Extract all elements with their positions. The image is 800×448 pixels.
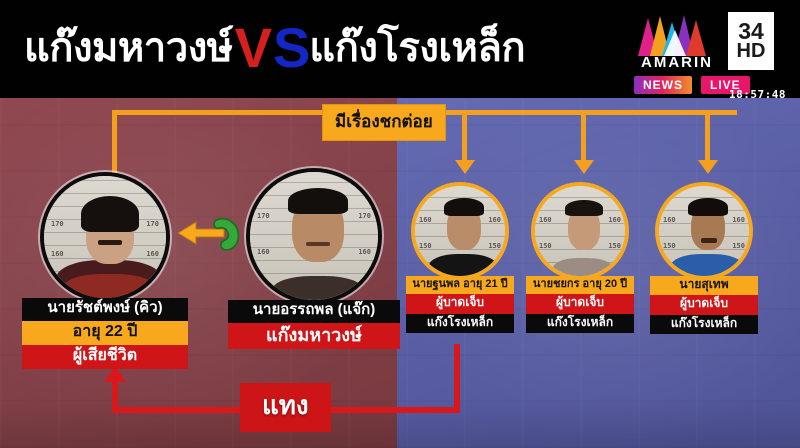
crown-icon (638, 15, 706, 56)
mug-number: 160 (257, 248, 270, 256)
headline-left-gang: แก๊งมหาวงษ์ (24, 26, 233, 70)
mug-number: 170 (51, 220, 64, 228)
suspect-name: นายอรรถพล (แจ๊ก) (228, 300, 400, 323)
mug-number: 160 (732, 216, 745, 224)
headline-right-gang: แก๊งโรงเหล็ก (309, 26, 526, 70)
stab-line-vertical-right (454, 344, 460, 410)
injured-2-mugshot: 160 160 150 150 (535, 186, 625, 276)
mug-number: 160 (663, 216, 676, 224)
network-logo-block: AMARIN 34 HD NEWS LIVE (634, 12, 786, 98)
stab-arrowhead (104, 366, 126, 382)
injured-2-portrait-ring: 160 160 150 150 (531, 182, 629, 280)
channel-hd-label: HD (736, 40, 766, 63)
connector-drop-left (112, 110, 117, 176)
injured-3-status: ผู้บาดเจ็บ (650, 295, 758, 315)
victim-name: นายรัชต์พงษ์ (คิว) (22, 298, 188, 321)
mug-number: 160 (419, 216, 432, 224)
headline: แก๊งมหาวงษ์ V S แก๊งโรงเหล็ก (24, 16, 526, 80)
injured-2-name: นายชยกร อายุ 20 ปี (526, 276, 634, 295)
news-badge: NEWS (634, 76, 692, 94)
amarin-logo: AMARIN (634, 12, 720, 71)
person-card-injured-3[interactable]: 160 160 150 150 นายสุเทพ ผู้บาดเจ็บ แก๊ง… (650, 182, 758, 335)
arrowhead-right-2 (574, 160, 594, 174)
injured-1-name: นายฐนพล อายุ 21 ปี (406, 276, 514, 295)
injured-2-gang: แก๊งโรงเหล็ก (526, 313, 634, 334)
injured-1-gang: แก๊งโรงเหล็ก (406, 313, 514, 334)
header-bar: แก๊งมหาวงษ์ V S แก๊งโรงเหล็ก AMARIN (0, 0, 800, 101)
injured-3-name: นายสุเทพ (650, 276, 758, 296)
mug-number: 150 (608, 242, 621, 250)
connector-drop-right-3 (705, 110, 710, 162)
mug-number: 160 (539, 216, 552, 224)
victim-mugshot: 170 170 160 160 (44, 176, 166, 298)
mug-number: 160 (51, 250, 64, 258)
mug-number: 170 (257, 212, 270, 220)
mug-number: 150 (419, 242, 432, 250)
live-badge: LIVE (701, 76, 750, 94)
suspect-gang: แก๊งมหาวงษ์ (228, 322, 400, 349)
channel-number: 34 (738, 17, 764, 44)
person-card-injured-1[interactable]: 160 160 150 150 นายฐนพล อายุ 21 ปี ผู้บา… (406, 182, 514, 334)
connector-drop-right-2 (581, 110, 586, 162)
injured-1-mugshot: 160 160 150 150 (415, 186, 505, 276)
victim-labels: นายรัชต์พงษ์ (คิว) อายุ 22 ปี ผู้เสียชีว… (22, 298, 188, 369)
injured-1-status: ผู้บาดเจ็บ (406, 294, 514, 314)
injured-3-portrait-ring: 160 160 150 150 (655, 182, 753, 280)
channel-badge: 34 HD (728, 12, 774, 70)
mug-number: 160 (488, 216, 501, 224)
stab-line-vertical-left (112, 380, 118, 410)
mug-number: 160 (146, 250, 159, 258)
vs-letter-s: S (272, 16, 310, 79)
bottom-banner-label: แทง (240, 383, 331, 432)
mug-number: 170 (146, 220, 159, 228)
network-name: AMARIN (641, 54, 713, 71)
mug-number: 150 (732, 242, 745, 250)
broadcast-clock: 18:57:48 (729, 88, 786, 101)
person-card-injured-2[interactable]: 160 160 150 150 นายชยกร อายุ 20 ปี ผู้บา… (526, 182, 634, 334)
mug-number: 150 (663, 242, 676, 250)
suspect-mugshot: 170 170 160 160 (250, 172, 378, 300)
center-banner-label: มีเรื่องชกต่อย (322, 104, 446, 141)
mug-number: 150 (539, 242, 552, 250)
injured-1-labels: นายฐนพล อายุ 21 ปี ผู้บาดเจ็บ แก๊งโรงเหล… (406, 276, 514, 334)
injured-3-gang: แก๊งโรงเหล็ก (650, 314, 758, 335)
injured-2-status: ผู้บาดเจ็บ (526, 294, 634, 314)
victim-age: อายุ 22 ปี (22, 320, 188, 345)
injured-3-labels: นายสุเทพ ผู้บาดเจ็บ แก๊งโรงเหล็ก (650, 276, 758, 335)
injured-3-mugshot: 160 160 150 150 (659, 186, 749, 276)
arrowhead-right-3 (698, 160, 718, 174)
arrowhead-right-1 (455, 160, 475, 174)
victim-status: ผู้เสียชีวิต (22, 344, 188, 369)
person-card-suspect[interactable]: 170 170 160 160 นายอรรถพล (แจ๊ก) แก๊งมหา… (228, 168, 400, 349)
mug-number: 150 (488, 242, 501, 250)
phone-call-indicator (176, 210, 256, 256)
person-card-victim[interactable]: 170 170 160 160 นายรัชต์พงษ์ (คิว) อายุ … (22, 172, 188, 369)
injured-1-portrait-ring: 160 160 150 150 (411, 182, 509, 280)
suspect-labels: นายอรรถพล (แจ๊ก) แก๊งมหาวงษ์ (228, 300, 400, 349)
victim-portrait-ring: 170 170 160 160 (40, 172, 170, 302)
connector-drop-right-1 (462, 110, 467, 162)
injured-2-labels: นายชยกร อายุ 20 ปี ผู้บาดเจ็บ แก๊งโรงเหล… (526, 276, 634, 334)
vs-letter-v: V (234, 16, 272, 79)
phone-icon (177, 217, 240, 251)
mug-number: 170 (358, 212, 371, 220)
mug-number: 160 (608, 216, 621, 224)
suspect-portrait-ring: 170 170 160 160 (246, 168, 382, 304)
mug-number: 160 (358, 248, 371, 256)
